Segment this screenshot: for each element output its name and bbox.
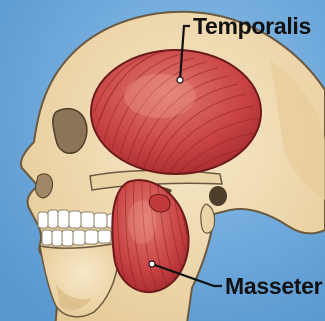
temporalis-label: Temporalis xyxy=(193,13,311,39)
masseter-label: Masseter xyxy=(225,273,323,299)
temporalis-pointer-dot xyxy=(177,77,183,83)
small-muscle xyxy=(149,194,170,212)
eye-socket xyxy=(53,109,87,154)
ear-canal xyxy=(209,186,227,206)
masseter-pointer-dot xyxy=(149,261,155,267)
